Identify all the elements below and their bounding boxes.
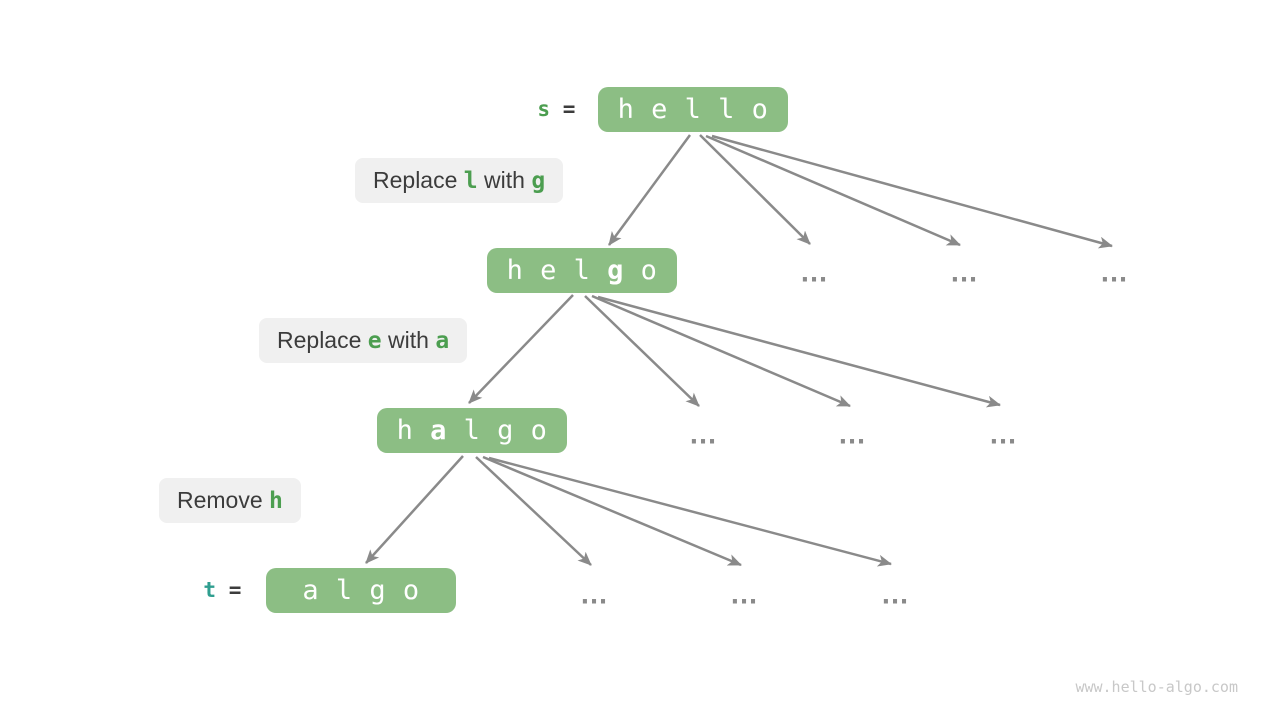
arrow <box>488 456 892 567</box>
arrow <box>705 134 961 247</box>
arrow <box>468 294 574 404</box>
arrow <box>482 455 742 567</box>
ellipsis-node: ... <box>686 420 719 450</box>
ellipsis-node: ... <box>878 580 911 610</box>
node-helgo: h e l g o <box>487 248 677 293</box>
ellipsis-node: ... <box>797 258 830 288</box>
arrow <box>607 134 692 246</box>
node-algo: a l g o <box>266 568 456 613</box>
ellipsis-node: ... <box>577 580 610 610</box>
arrow <box>699 134 811 245</box>
arrow <box>591 294 851 408</box>
watermark: www.hello-algo.com <box>1075 678 1238 696</box>
node-halgo: h a l g o <box>377 408 567 453</box>
op-replace-e-with-a: Replace e with a <box>259 318 468 363</box>
ellipsis-node: ... <box>727 580 760 610</box>
var-t-label: t = <box>203 578 254 602</box>
op-replace-l-with-g: Replace l with g <box>355 158 564 203</box>
ellipsis-node: ... <box>835 420 868 450</box>
arrow <box>711 134 1113 249</box>
arrow <box>365 455 464 564</box>
node-hello: h e l l o <box>598 87 788 132</box>
op-remove-h: Remove h <box>159 478 301 523</box>
var-s-label: s = <box>537 97 588 121</box>
ellipsis-node: ... <box>947 258 980 288</box>
arrow <box>475 456 592 566</box>
ellipsis-node: ... <box>1097 258 1130 288</box>
ellipsis-node: ... <box>986 420 1019 450</box>
arrow <box>584 295 700 407</box>
arrow <box>597 295 1001 408</box>
